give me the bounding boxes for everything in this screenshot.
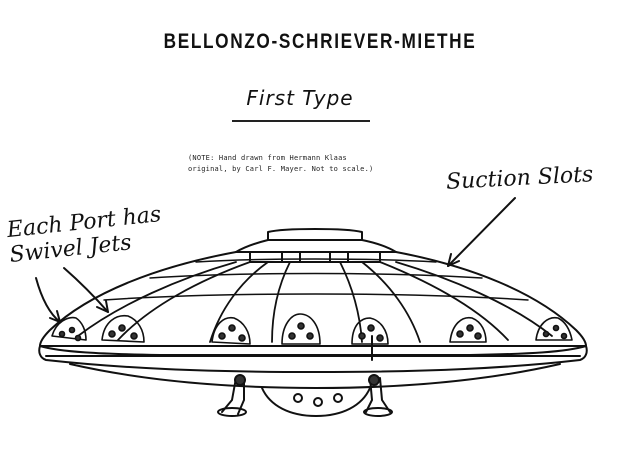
underside-pod xyxy=(261,387,371,417)
port-jets-arrow-2 xyxy=(63,267,109,313)
dome-bands xyxy=(103,258,529,301)
drawing-note: (NOTE: Hand drawn from Hermann Klaas ori… xyxy=(188,153,428,175)
suction-slots-arrow xyxy=(447,197,516,267)
diagram-title: BELLONZO-SCHRIEVER-MIETHE xyxy=(163,30,477,53)
note-line-1: (NOTE: Hand drawn from Hermann Klaas xyxy=(188,154,347,162)
top-cupola xyxy=(235,228,397,263)
jet-port xyxy=(449,316,487,343)
jet-port xyxy=(535,316,573,341)
jet-port xyxy=(51,316,87,342)
disc-hull xyxy=(38,251,588,389)
landing-leg-left xyxy=(217,374,247,417)
jet-port xyxy=(211,316,251,345)
jet-ports xyxy=(51,313,573,345)
landing-leg-right xyxy=(363,374,393,417)
jet-port xyxy=(101,314,145,343)
jet-port xyxy=(281,313,321,345)
jet-port xyxy=(351,317,389,345)
subtitle-underline xyxy=(232,120,370,122)
diagram-subtitle: First Type xyxy=(246,86,354,110)
port-jets-arrow-1 xyxy=(35,277,61,323)
note-line-2: original, by Carl F. Mayer. Not to scale… xyxy=(188,165,374,173)
